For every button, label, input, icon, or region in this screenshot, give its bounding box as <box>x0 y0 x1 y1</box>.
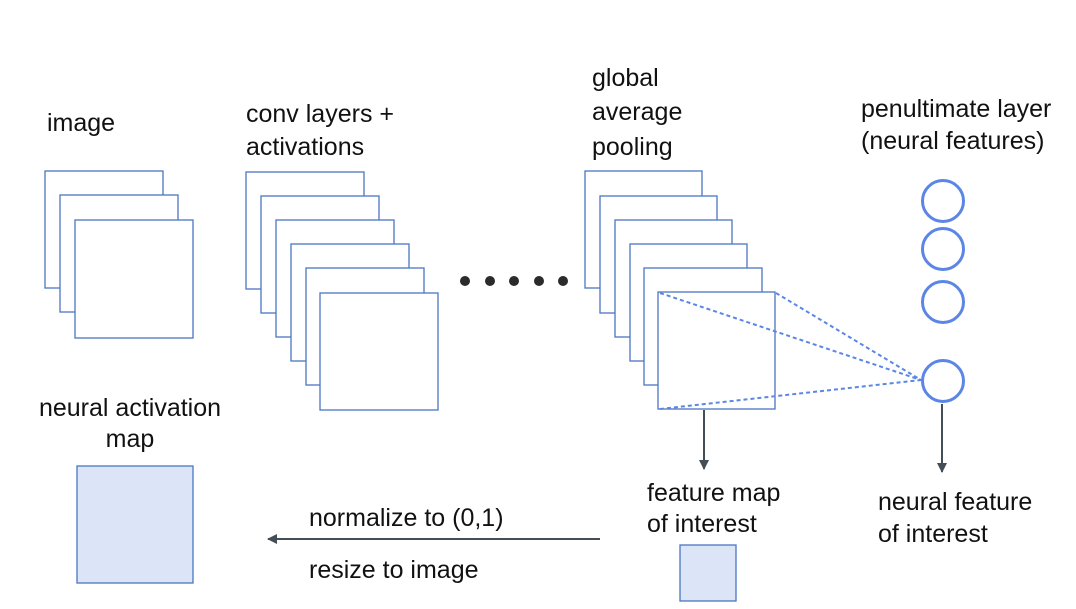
ellipsis-dot <box>534 276 544 286</box>
neuron <box>921 227 965 271</box>
feature-map-of-interest-layer <box>657 291 776 410</box>
conv-layers-stack <box>245 171 439 411</box>
label-activation-map-line1: neural activation <box>39 394 221 422</box>
label-normalize: normalize to (0,1) <box>309 504 504 532</box>
neural-activation-map-square <box>76 465 194 584</box>
ellipsis-dot <box>460 276 470 286</box>
conv-layer <box>319 292 439 411</box>
label-feature-map-line2: of interest <box>647 510 757 538</box>
label-image: image <box>47 109 115 137</box>
dashed-connector <box>659 379 922 410</box>
ellipsis-dot <box>485 276 495 286</box>
label-resize: resize to image <box>309 556 479 584</box>
label-neural-feature-line1: neural feature <box>878 488 1032 516</box>
label-feature-map-line1: feature map <box>647 479 780 507</box>
penultimate-neurons <box>921 179 965 403</box>
label-activation-map-line2: map <box>106 425 155 453</box>
neuron <box>921 179 965 223</box>
ellipsis-dot <box>509 276 519 286</box>
label-gap-line2: average <box>592 98 682 126</box>
input-image-stack <box>44 170 194 339</box>
label-gap-line3: pooling <box>592 133 673 161</box>
neuron <box>921 280 965 324</box>
dashed-connector <box>659 292 922 381</box>
gap-layers-stack <box>584 170 776 410</box>
label-penultimate-line1: penultimate layer <box>861 95 1051 123</box>
label-neural-feature-line2: of interest <box>878 520 988 548</box>
label-penultimate-line2: (neural features) <box>861 127 1044 155</box>
ellipsis-dots <box>460 276 568 286</box>
feature-map-square <box>679 544 737 602</box>
image-layer <box>74 219 194 339</box>
feature-connection-lines <box>659 292 922 410</box>
neuron-of-interest <box>921 359 965 403</box>
label-conv-line2: activations <box>246 133 364 161</box>
label-conv-line1: conv layers + <box>246 100 394 128</box>
dashed-connector <box>775 292 922 381</box>
ellipsis-dot <box>558 276 568 286</box>
label-gap-line1: global <box>592 64 659 92</box>
